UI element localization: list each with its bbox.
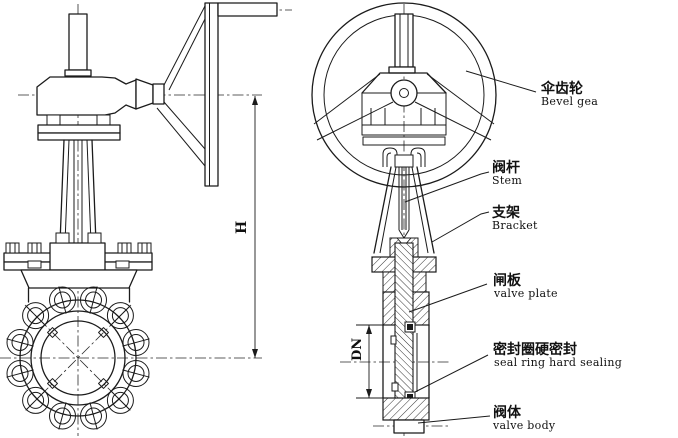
gland-bolt (55, 232, 70, 244)
body-neck-taper (20, 269, 138, 289)
gearbox-base-plate (37, 124, 121, 134)
gate-guide-tab (390, 335, 397, 345)
leader-bracket (431, 211, 490, 243)
callout-stem-en: Stem (492, 174, 522, 187)
left-view-side: H (3, 2, 278, 430)
callouts: 伞齿轮 Bevel gea 阀杆 Stem 支架 Bracket 闸板 valv… (404, 70, 622, 432)
callout-bevel-gear-en: Bevel gea (541, 95, 598, 108)
leader-seal-ring (414, 354, 489, 393)
callout-valve-body-zh: 阀体 (493, 404, 522, 421)
leader-valve-body (417, 415, 491, 424)
handwheel-dish-side (156, 5, 206, 167)
leader-valve-plate (408, 283, 488, 313)
gate-guide-tab (391, 382, 399, 392)
dn-dimension-label: DN (350, 338, 365, 361)
dn-dimension: DN (350, 324, 390, 399)
handwheel-spokes (313, 73, 495, 141)
handwheel-top-bar (217, 2, 278, 17)
gearbox-foot (96, 114, 111, 126)
height-dimension-label: H (234, 221, 250, 234)
output-cone (135, 78, 154, 110)
leader-bevel-gear (465, 70, 537, 93)
seal-ring-upper (404, 321, 416, 333)
right-view-front: DN (311, 2, 497, 434)
flange-nut (115, 260, 130, 269)
callout-valve-plate-en: valve plate (493, 287, 558, 300)
stem-collar-side (64, 69, 92, 77)
callout-valve-plate-zh: 闸板 (493, 272, 522, 289)
stem-collar-front (394, 154, 414, 168)
callout-seal-ring-en: seal ring hard sealing (494, 356, 622, 369)
flange-scallop-circle (19, 299, 137, 417)
packing-gland-boss (49, 242, 106, 271)
gearbox-base-plate (37, 132, 121, 141)
callout-bracket-zh: 支架 (491, 204, 520, 221)
callout-seal-ring-zh: 密封圈硬密封 (492, 341, 577, 358)
callout-valve-body-en: valve body (492, 419, 556, 432)
bevel-gearbox-front (361, 72, 447, 146)
callout-bracket-en: Bracket (492, 219, 538, 232)
valve-body-section (382, 242, 430, 434)
callout-bevel-gear-zh: 伞齿轮 (540, 80, 583, 97)
bore-circle (40, 320, 116, 396)
yoke-side (59, 139, 97, 244)
flange-bolt-holes (6, 286, 150, 430)
body-flange-front (6, 286, 150, 430)
handwheel-rim-side (204, 2, 219, 187)
yoke-clips (382, 147, 426, 168)
flange-nut (27, 260, 42, 269)
bonnet-assembly (3, 232, 153, 303)
gearbox-foot (46, 114, 61, 126)
bevel-gearbox-side (36, 76, 137, 116)
gland-bolt (87, 232, 102, 244)
flange-face-circle (30, 310, 126, 406)
stem-side (68, 13, 88, 71)
handwheel-hub-side (152, 83, 165, 105)
handwheel-outer-rim (311, 2, 497, 188)
body-lower-block (382, 397, 430, 421)
flange-bolts-top (5, 242, 152, 254)
height-dimension: H (234, 96, 258, 358)
hub-circle (390, 79, 418, 107)
leader-stem (404, 171, 490, 203)
bottom-outlet (393, 419, 425, 434)
bore-key-squares (47, 327, 109, 389)
callout-stem-zh: 阀杆 (492, 159, 520, 176)
stem-front (388, 13, 416, 74)
